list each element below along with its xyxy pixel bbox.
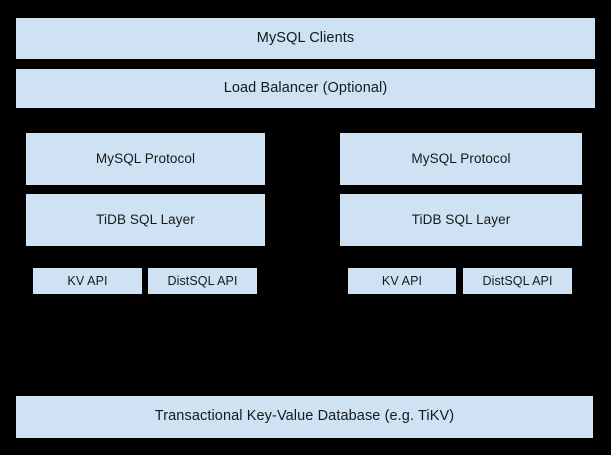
node-transactional-kv-database-label: Transactional Key-Value Database (e.g. T… <box>154 408 455 425</box>
node-right-mysql-protocol[interactable]: MySQL Protocol <box>340 133 582 185</box>
node-left-mysql-protocol-label: MySQL Protocol <box>95 150 196 166</box>
node-left-distsql-api[interactable]: DistSQL API <box>148 268 257 294</box>
node-load-balancer-label: Load Balancer (Optional) <box>223 79 388 96</box>
node-load-balancer[interactable]: Load Balancer (Optional) <box>16 69 595 108</box>
node-mysql-clients-label: MySQL Clients <box>256 29 355 46</box>
node-right-distsql-api[interactable]: DistSQL API <box>463 268 572 294</box>
node-right-tidb-sql-layer[interactable]: TiDB SQL Layer <box>340 194 582 246</box>
node-left-mysql-protocol[interactable]: MySQL Protocol <box>26 133 265 185</box>
node-transactional-kv-database[interactable]: Transactional Key-Value Database (e.g. T… <box>16 396 593 438</box>
node-right-mysql-protocol-label: MySQL Protocol <box>411 150 511 166</box>
node-right-distsql-api-label: DistSQL API <box>482 273 553 288</box>
node-left-tidb-sql-layer-label: TiDB SQL Layer <box>96 211 195 227</box>
node-right-kv-api-label: KV API <box>381 273 423 288</box>
node-left-kv-api-label: KV API <box>67 273 108 288</box>
node-left-tidb-sql-layer[interactable]: TiDB SQL Layer <box>26 194 265 246</box>
node-left-kv-api[interactable]: KV API <box>33 268 142 294</box>
node-right-tidb-sql-layer-label: TiDB SQL Layer <box>411 211 511 227</box>
node-left-distsql-api-label: DistSQL API <box>167 273 238 288</box>
node-right-kv-api[interactable]: KV API <box>348 268 456 294</box>
node-mysql-clients[interactable]: MySQL Clients <box>16 18 595 59</box>
